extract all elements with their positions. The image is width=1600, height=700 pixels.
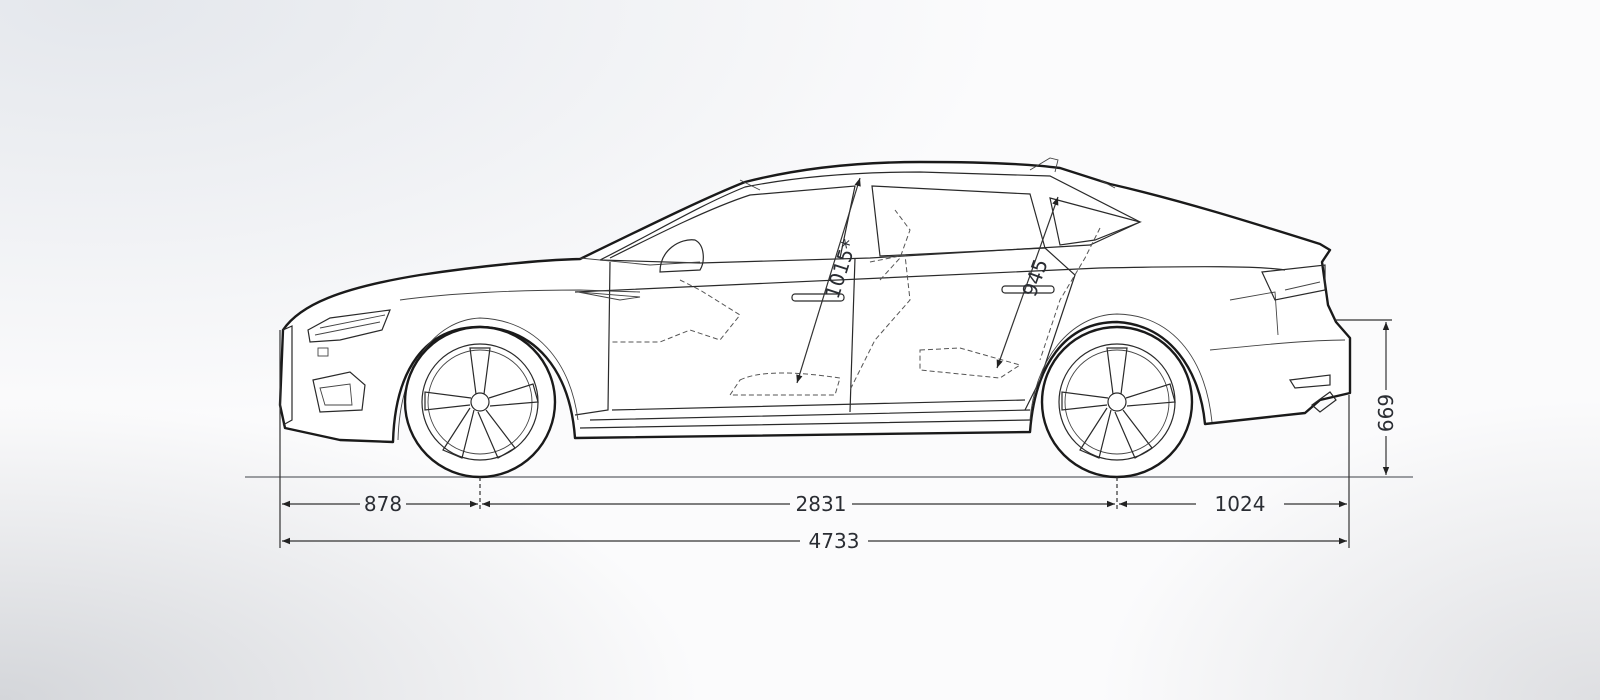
rear-wheel: [1040, 325, 1194, 479]
rear-overhang-label: 1024: [1215, 492, 1266, 516]
front-overhang-label: 878: [364, 492, 402, 516]
overall-length-label: 4733: [809, 529, 860, 553]
wheelbase-label: 2831: [796, 492, 847, 516]
front-wheel: [403, 325, 557, 479]
loading-height-label: 669: [1374, 394, 1398, 432]
